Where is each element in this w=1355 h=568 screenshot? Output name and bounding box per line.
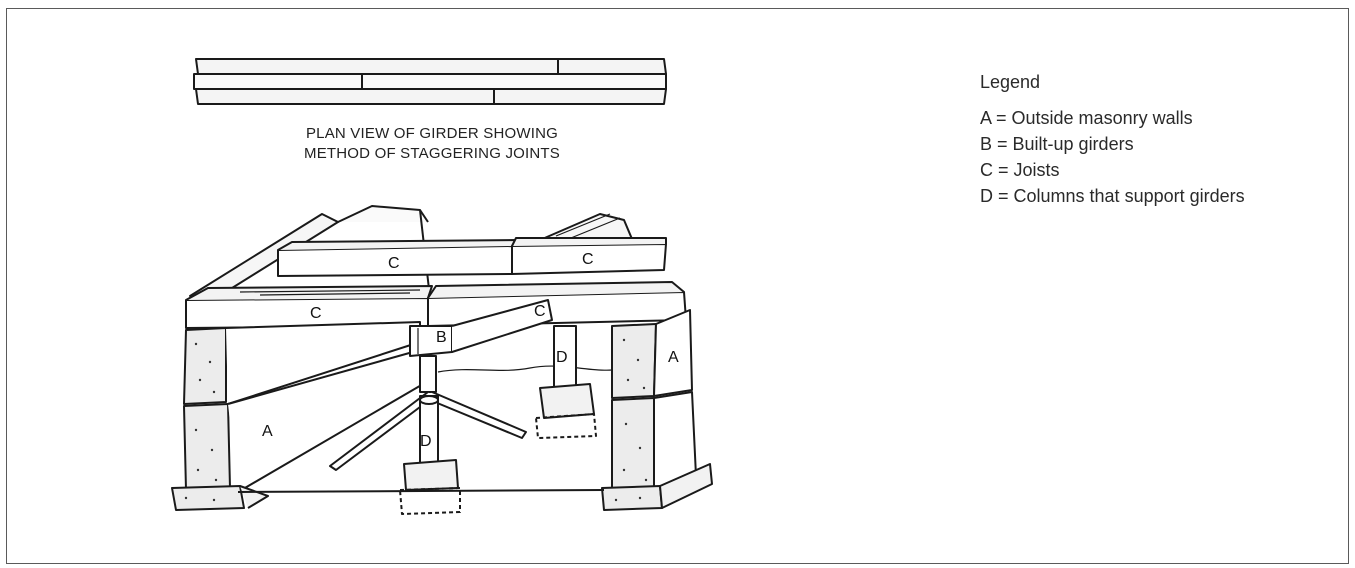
plan-view-caption: PLAN VIEW OF GIRDER SHOWING METHOD OF ST… (232, 124, 632, 164)
label-d-center: D (420, 433, 432, 450)
label-b: B (436, 329, 447, 346)
legend-title: Legend (980, 72, 1041, 92)
lower-joists (185, 281, 687, 329)
legend-item-b: B = Built-up girders (980, 134, 1134, 154)
back-girders (189, 205, 641, 299)
left-wall (171, 321, 431, 511)
label-a-left: A (262, 423, 273, 440)
legend-item-a: A = Outside masonry walls (980, 108, 1193, 128)
label-c-upper-right: C (582, 251, 594, 268)
legend-item-d: D = Columns that support girders (980, 186, 1245, 206)
plan-view-girder (193, 58, 667, 105)
label-a-right: A (668, 349, 679, 366)
center-post (329, 355, 527, 515)
right-wall (601, 309, 713, 511)
caption-line-1: PLAN VIEW OF GIRDER SHOWING (305, 125, 559, 142)
legend-item-c: C = Joists (980, 160, 1060, 180)
upper-joists (277, 237, 667, 277)
right-column (535, 325, 597, 439)
label-c-lower-left: C (310, 305, 322, 322)
label-c-upper-left: C (388, 255, 400, 272)
figure-frame (6, 8, 1349, 564)
legend: Legend A = Outside masonry walls B = Bui… (980, 72, 1245, 209)
label-c-lower-right: C (534, 303, 546, 320)
masonry-texture (184, 338, 648, 502)
label-d-right: D (556, 349, 568, 366)
girder-b (409, 299, 553, 357)
caption-line-2: METHOD OF STAGGERING JOINTS (304, 145, 560, 162)
